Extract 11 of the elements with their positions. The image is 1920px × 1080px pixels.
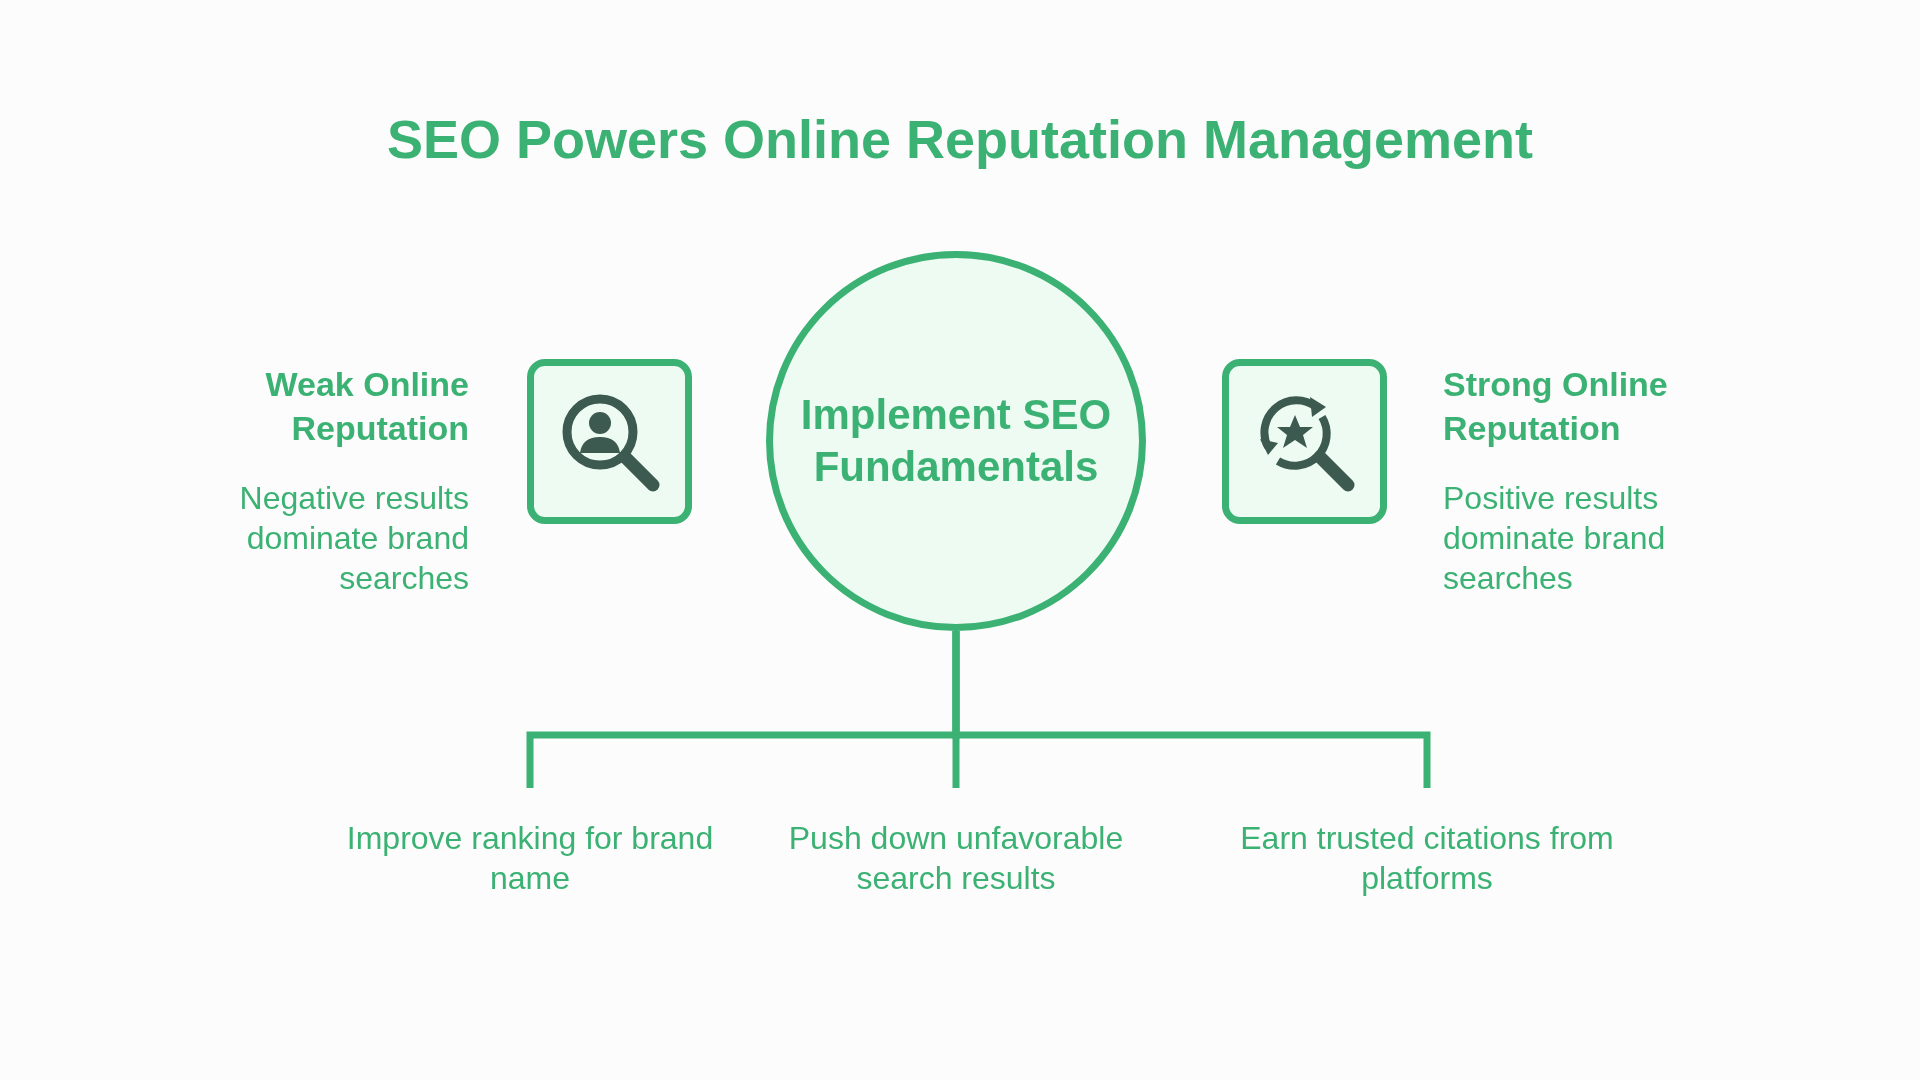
heading: Strong Online Reputation <box>1443 364 1669 450</box>
branch-label: Push down unfavorable search results <box>756 818 1156 898</box>
title: SEO Powers Online Reputation Management <box>385 108 1535 170</box>
icon-card <box>1222 359 1387 524</box>
icon-card <box>527 359 692 524</box>
heading: Weak Online Reputation <box>264 364 469 450</box>
description: Positive results dominate brand searches <box>1443 479 1667 599</box>
branch-label: Improve ranking for brand name <box>330 818 730 898</box>
circle-label: Implement SEO Fundamentals <box>799 389 1113 492</box>
branch-label: Earn trusted citations from platforms <box>1227 818 1627 898</box>
description: Negative results dominate brand searches <box>238 479 469 599</box>
